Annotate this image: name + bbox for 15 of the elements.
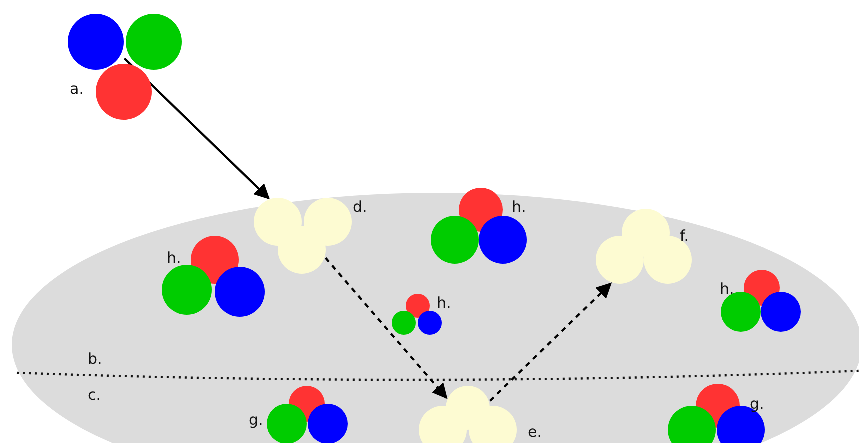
node-text: h. xyxy=(437,294,452,312)
node-text: g. xyxy=(249,411,264,429)
arrow xyxy=(325,257,448,400)
node-text: f. xyxy=(680,227,689,245)
node-text: a. xyxy=(70,80,84,98)
arrow xyxy=(489,282,612,402)
node-text: h. xyxy=(512,198,526,216)
node-text: e. xyxy=(528,423,542,441)
node-text: h. xyxy=(720,280,734,298)
region-label: c. xyxy=(88,386,102,404)
region-label: b. xyxy=(88,350,102,368)
node-text: h. xyxy=(167,249,182,267)
arrow xyxy=(124,58,270,200)
node-text: d. xyxy=(353,198,368,216)
node-text: g. xyxy=(750,395,764,413)
